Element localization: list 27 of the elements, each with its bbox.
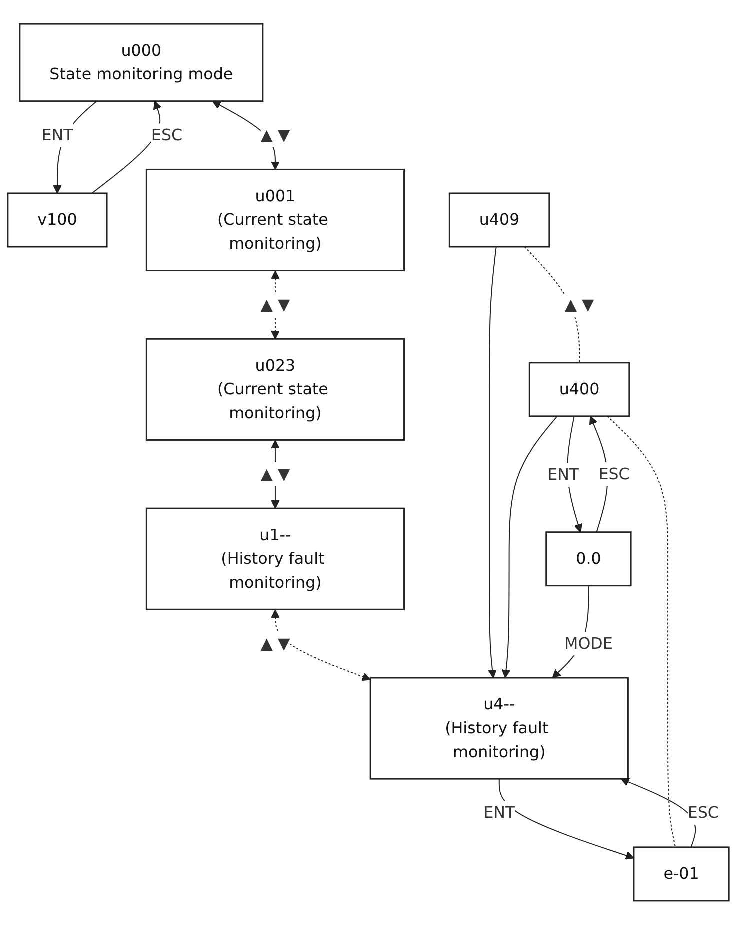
edge-label: ENT [42, 126, 74, 144]
edge-label: ENT [484, 803, 516, 822]
arrow [271, 610, 371, 682]
edge-label: MODE [564, 634, 613, 653]
node-box: v100 [7, 192, 108, 248]
arrow [498, 778, 634, 860]
edge-label: ▲ ▼ [260, 634, 290, 653]
edge-label: ▲ ▼ [260, 464, 290, 484]
edge-label: ESC [688, 803, 719, 822]
node-box: u4-- (History fault monitoring) [370, 677, 629, 780]
node-box: e-01 [633, 846, 730, 902]
edge-label: ENT [548, 465, 580, 484]
connector [606, 416, 676, 848]
node-box: u400 [528, 362, 630, 418]
node-box: u001 (Current state monitoring) [146, 168, 406, 272]
node-box: u409 [448, 192, 550, 248]
edge-label: ESC [598, 464, 630, 484]
edge-label: ▲ ▼ [260, 295, 290, 314]
arrow [488, 246, 497, 678]
edge-label: ▲ ▼ [564, 295, 594, 314]
arrow [502, 416, 558, 678]
node-box: 0.0 [546, 532, 632, 587]
node-box: u1-- (History fault monitoring) [146, 508, 406, 610]
edge-label: ESC [151, 126, 183, 144]
node-box: u023 (Current state monitoring) [146, 338, 406, 441]
edge-label: ▲ ▼ [260, 126, 290, 144]
node-box: u000 State monitoring mode [19, 23, 264, 102]
